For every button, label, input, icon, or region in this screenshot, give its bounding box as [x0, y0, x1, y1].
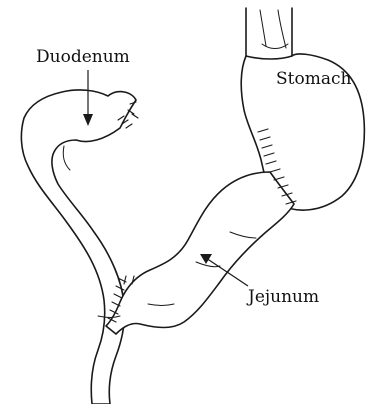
- duodenum-outline: [21, 90, 136, 404]
- jejunum-outline: [106, 172, 294, 334]
- stomach-label: Stomach: [276, 69, 351, 89]
- jejunum-label: Jejunum: [246, 287, 319, 307]
- duodenum-label: Duodenum: [36, 47, 130, 67]
- esophagus: [246, 8, 292, 58]
